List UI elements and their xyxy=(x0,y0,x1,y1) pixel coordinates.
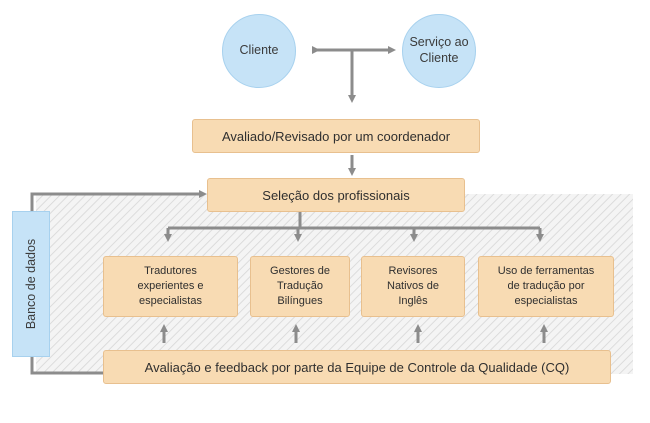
reviewers-box: Revisores Nativos de Inglês xyxy=(361,256,465,317)
translation-tools-box: Uso de ferramentas de tradução por espec… xyxy=(478,256,614,317)
selection-box: Seleção dos profissionais xyxy=(207,178,465,212)
coordinator-box: Avaliado/Revisado por um coordenador xyxy=(192,119,480,153)
managers-box: Gestores de Tradução Bilíngues xyxy=(250,256,350,317)
reviewers-line3: Inglês xyxy=(398,294,428,307)
translators-line3: especialistas xyxy=(139,294,202,307)
client-node: Cliente xyxy=(222,14,296,88)
translators-line1: Tradutores xyxy=(144,265,197,278)
customer-service-node: Serviço ao Cliente xyxy=(402,14,476,88)
service-label-line1: Serviço ao xyxy=(409,35,469,50)
database-label: Banco de dados xyxy=(24,238,38,330)
tools-line3: especialistas xyxy=(514,294,578,307)
service-label-line2: Cliente xyxy=(419,51,459,65)
translators-line2: experientes e xyxy=(137,280,204,293)
translators-box: Tradutores experientes e especialistas xyxy=(103,256,238,317)
quality-control-label: Avaliação e feedback por parte da Equipe… xyxy=(144,359,570,375)
managers-line3: Bilíngues xyxy=(277,294,323,307)
reviewers-line2: Nativos de xyxy=(387,280,439,293)
tools-line2: de tradução por xyxy=(507,280,585,293)
coordinator-label: Avaliado/Revisado por um coordenador xyxy=(221,128,451,144)
selection-label: Seleção dos profissionais xyxy=(262,187,410,203)
tools-line1: Uso de ferramentas xyxy=(497,265,595,278)
database-sidebar: Banco de dados xyxy=(12,211,50,357)
managers-line1: Gestores de xyxy=(270,265,330,278)
managers-line2: Tradução xyxy=(276,280,324,293)
client-label: Cliente xyxy=(239,43,279,58)
quality-control-box: Avaliação e feedback por parte da Equipe… xyxy=(103,350,611,384)
reviewers-line1: Revisores xyxy=(388,265,438,278)
